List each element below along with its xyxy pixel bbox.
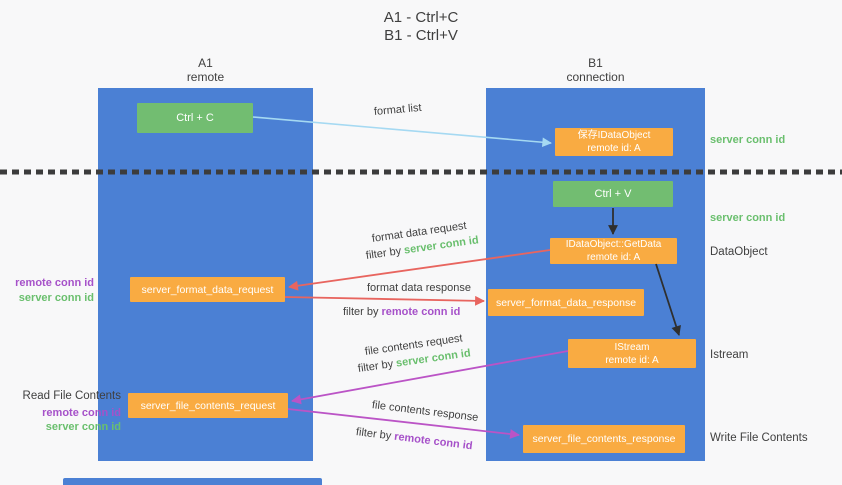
remote-conn-id-text: remote conn id — [381, 306, 461, 318]
arrow-format-data-response — [284, 295, 485, 306]
column-a-name: A1 — [198, 56, 213, 70]
ctrl-c-label: Ctrl + C — [176, 112, 214, 124]
title-line-ctrl-v: B1 - Ctrl+V — [384, 27, 458, 44]
right-server-conn-id-label-2: server conn id — [710, 212, 786, 224]
ctrl-v-label: Ctrl + V — [594, 188, 632, 200]
file-response-label: server_file_contents_response — [532, 433, 676, 445]
filter-by-prefix: filter by — [365, 245, 402, 262]
save-idataobject-box: 保存IDataObject remote id: A — [555, 128, 673, 156]
partial-bottom-bar — [63, 478, 322, 485]
getdata-line1: IDataObject::GetData — [565, 239, 662, 250]
format-response-box: server_format_data_response — [488, 289, 644, 316]
istream-line2: remote id: A — [605, 354, 659, 366]
left-remote-conn-id-label: remote conn id — [15, 277, 94, 289]
getdata-box: IDataObject::GetData remote id: A — [550, 238, 677, 264]
ctrl-v-box: Ctrl + V — [553, 181, 673, 207]
save-idataobject-line2: remote id: A — [587, 143, 641, 154]
filter-by-prefix: filter by — [355, 426, 392, 443]
getdata-line2: remote id: A — [586, 252, 641, 263]
read-file-contents-label: Read File Contents — [22, 390, 121, 402]
column-b-header: B1 connection — [486, 56, 705, 84]
save-idataobject-line1: 保存IDataObject — [577, 130, 651, 141]
file-request-box: server_file_contents_request — [128, 393, 288, 418]
dataobject-label: DataObject — [710, 246, 768, 258]
remote-conn-id-text: remote conn id — [393, 430, 474, 453]
diagram-title: A1 - Ctrl+C B1 - Ctrl+V — [0, 9, 842, 45]
column-b-name: B1 — [588, 56, 603, 70]
column-a-role: remote — [186, 70, 225, 84]
format-request-label: server_format_data_request — [141, 283, 274, 296]
column-b-role: connection — [566, 70, 625, 84]
file-contents-response-label: file contents response — [371, 399, 479, 424]
left-server-conn-id-label: server conn id — [18, 292, 94, 304]
istream-line1: IStream — [614, 341, 650, 353]
file-request-label: server_file_contents_request — [140, 399, 276, 412]
ctrl-c-box: Ctrl + C — [137, 103, 253, 133]
column-a-header: A1 remote — [98, 56, 313, 84]
format-data-response-label: format data response — [367, 282, 471, 294]
title-line-ctrl-c: A1 - Ctrl+C — [383, 9, 459, 26]
write-file-contents-label: Write File Contents — [710, 432, 808, 444]
format-request-box: server_format_data_request — [130, 277, 285, 302]
right-server-conn-id-label-1: server conn id — [710, 134, 786, 146]
format-list-label: format list — [373, 101, 423, 118]
left-file-remote-conn-id-label: remote conn id — [42, 407, 121, 419]
filter-by-prefix: filter by — [357, 358, 394, 375]
left-file-server-conn-id-label: server conn id — [45, 421, 121, 433]
istream-side-label: Istream — [710, 349, 749, 361]
istream-box: IStream remote id: A — [568, 339, 696, 368]
format-response-label: server_format_data_response — [495, 296, 637, 309]
filter-by-prefix: filter by — [343, 306, 379, 318]
file-response-box: server_file_contents_response — [523, 425, 685, 453]
